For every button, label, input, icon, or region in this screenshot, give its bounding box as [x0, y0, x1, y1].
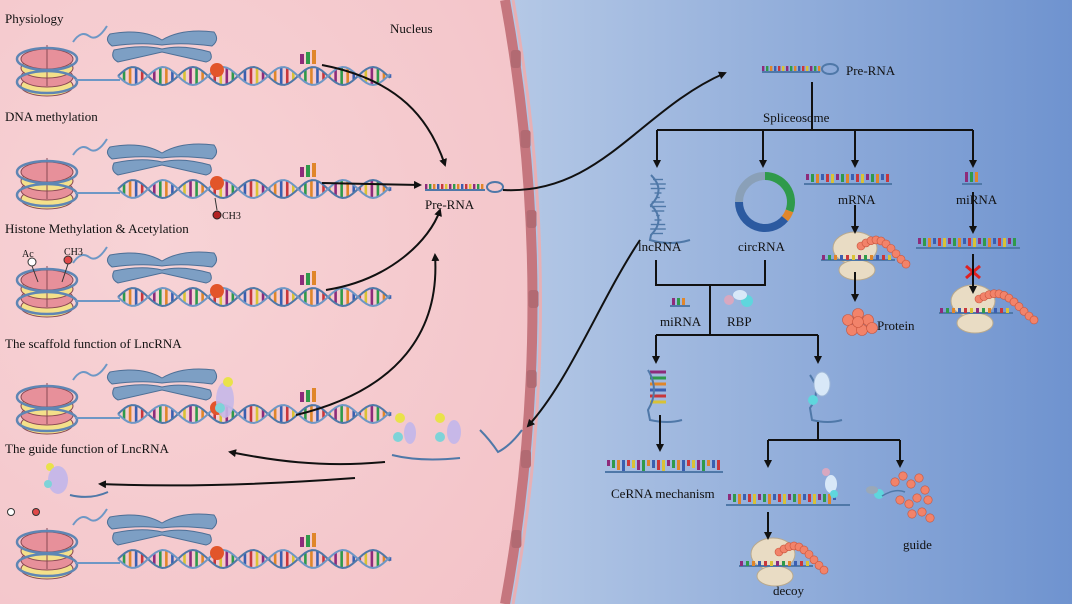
chromosome-4	[106, 368, 218, 401]
decoy-label: decoy	[773, 583, 805, 598]
mrna-ribosome	[821, 231, 911, 281]
splicing-tree	[652, 82, 977, 540]
polymerase-dot-1	[210, 63, 224, 77]
methyl-group-dot	[212, 210, 222, 220]
acetyl-mark-label: Ac	[22, 249, 34, 260]
mirna-target-mrna	[916, 238, 1020, 280]
dna-helix-1	[117, 65, 392, 87]
mrna-strand	[804, 174, 892, 185]
nuclear-pre-rna	[425, 181, 504, 193]
cerna-strand	[605, 460, 723, 473]
section-histone-modification: Histone Methylation & Acetylation	[5, 221, 189, 236]
decoy-ribosome	[739, 537, 829, 587]
guide-complex	[215, 377, 234, 418]
dna-helix-3	[117, 286, 392, 308]
blocked-ribosome	[939, 284, 1039, 334]
mrna-label: mRNA	[838, 192, 876, 207]
cerna-label: CeRNA mechanism	[611, 486, 715, 501]
polymerase-dot-2	[210, 176, 224, 190]
lncrna-label: lncRNA	[638, 239, 682, 254]
mirna-sponge-label: miRNA	[660, 314, 702, 329]
nucleosome-1	[15, 25, 108, 97]
cyto-pre-rna-label: Pre-RNA	[846, 63, 896, 78]
nuclear-pores	[510, 50, 539, 548]
section-physiology: Physiology	[5, 11, 64, 26]
methyl-mark-label: CH3	[64, 247, 83, 258]
dna-methyl-label: CH3	[222, 211, 241, 222]
nucleosome-2	[15, 138, 108, 210]
nucleus-title: Nucleus	[390, 21, 433, 36]
dna-helix-4	[117, 403, 392, 425]
rbp-label: RBP	[727, 314, 752, 329]
protein-label: Protein	[877, 318, 915, 333]
chromosome-3	[106, 251, 218, 284]
section-guide-function: The guide function of LncRNA	[5, 441, 169, 456]
guide-label: guide	[903, 537, 932, 552]
mirna-icon	[670, 298, 690, 307]
mirna-label: miRNA	[956, 192, 998, 207]
spliceosome-label: Spliceosome	[763, 110, 830, 125]
lncrna-bound-complex	[7, 463, 109, 516]
rbp-lncrna-complex	[808, 371, 843, 423]
rbp-icon	[724, 290, 753, 307]
nucleosome-3	[15, 246, 108, 318]
cerna-complex	[646, 369, 683, 423]
chromosome-2	[106, 143, 218, 176]
section-dna-methylation: DNA methylation	[5, 109, 98, 124]
lncrna-helix	[648, 174, 691, 244]
mirna-fragment	[962, 172, 982, 185]
nuclear-pre-rna-label: Pre-RNA	[425, 197, 475, 212]
acetyl-dot	[27, 257, 37, 267]
nucleosome-4	[15, 363, 108, 435]
nucleosome-5	[15, 508, 108, 580]
protein-cluster	[842, 308, 878, 336]
section-scaffold-function: The scaffold function of LncRNA	[5, 336, 182, 351]
circrna-ring	[735, 172, 795, 232]
circrna-label: circRNA	[738, 239, 785, 254]
nuclear-membrane-inner	[511, 0, 542, 604]
cyto-pre-rna	[762, 63, 839, 75]
chromosome-5	[106, 513, 218, 546]
dna-helix-5	[117, 548, 392, 570]
nucleus-arrows	[98, 64, 727, 489]
guide-complex-free	[391, 413, 523, 461]
decoy-strand	[726, 468, 850, 506]
chromosome-1	[106, 30, 218, 63]
polymerase-dot-3	[210, 284, 224, 298]
guide-protein-complex	[866, 471, 935, 523]
polymerase-dot-5	[210, 546, 224, 560]
